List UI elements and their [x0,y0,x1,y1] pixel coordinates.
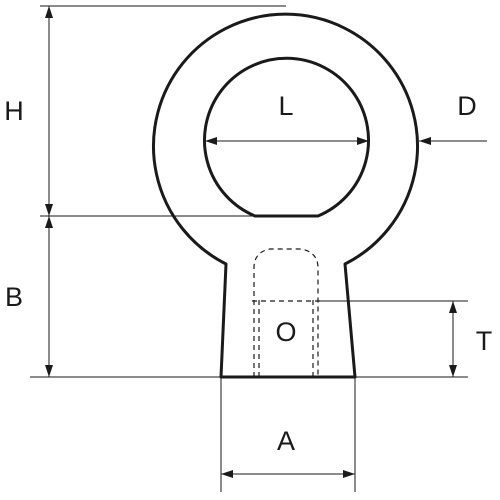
eye-inner-hole [203,56,370,218]
label-a: A [277,426,295,456]
label-b: B [5,282,23,312]
label-o: O [275,317,296,347]
label-h: H [4,96,24,126]
label-l: L [278,91,293,121]
label-t: T [476,326,493,356]
label-d: D [457,91,477,121]
